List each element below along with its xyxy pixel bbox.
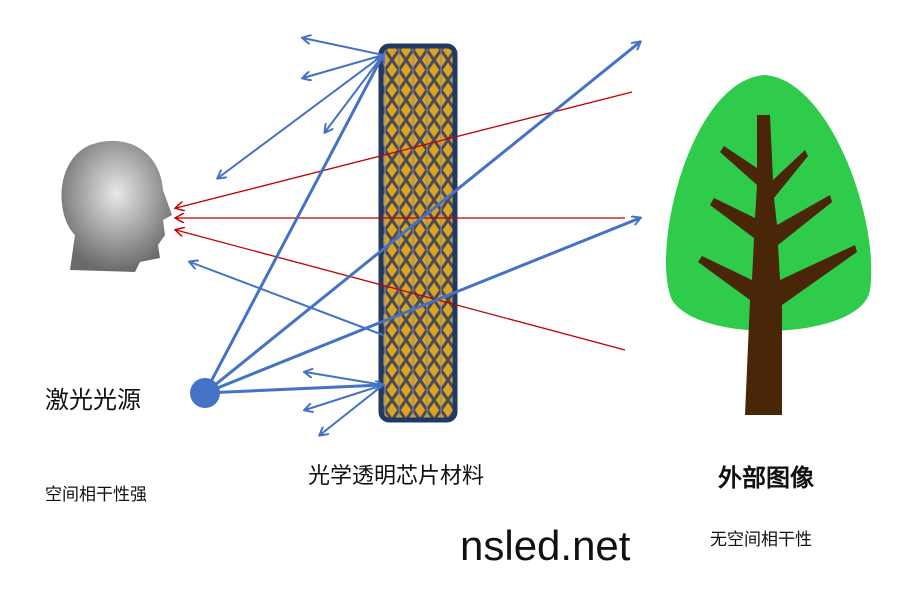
- watermark: nsled.net: [460, 522, 631, 569]
- blue-ray: [190, 262, 384, 336]
- chip-material: [378, 43, 458, 423]
- blue-ray: [303, 38, 384, 56]
- head-icon: [61, 140, 172, 272]
- blue-ray: [305, 372, 384, 386]
- tree-icon: [665, 75, 872, 415]
- chip-label: 光学透明芯片材料: [308, 464, 485, 489]
- blue-ray: [303, 54, 384, 78]
- blue-ray: [320, 384, 384, 435]
- reflected-rays: [190, 38, 384, 435]
- blue-ray: [204, 385, 383, 395]
- blue-ray: [204, 42, 640, 395]
- laser-source-dot: [190, 378, 220, 408]
- blue-ray: [325, 54, 384, 132]
- red-ray: [176, 230, 626, 351]
- laser-source-subtitle: 空间相干性强: [45, 485, 147, 505]
- laser-source-label: 激光光源: [45, 386, 141, 414]
- blue-rays: [203, 42, 640, 395]
- blue-ray: [203, 55, 383, 394]
- external-image-subtitle: 无空间相干性: [710, 530, 812, 550]
- blue-ray: [218, 54, 384, 178]
- external-image-label: 外部图像: [718, 464, 814, 492]
- blue-ray: [305, 384, 384, 410]
- blue-ray: [204, 218, 640, 395]
